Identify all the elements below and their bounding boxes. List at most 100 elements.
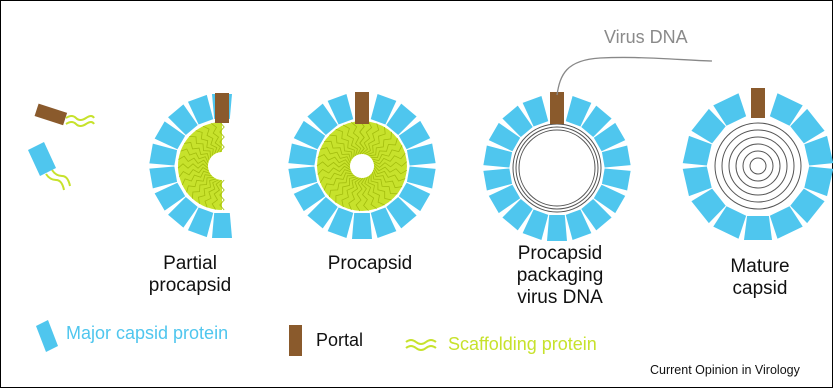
scaffold-strand — [360, 177, 369, 211]
legend-portal-label: Portal — [316, 330, 364, 350]
capsid-subunit — [370, 207, 397, 239]
scaffold-strand — [366, 126, 386, 156]
scaffold-strand — [219, 121, 225, 153]
dna-coil — [735, 143, 781, 189]
stage-label-mature-capsid: Mature capsid — [730, 256, 790, 299]
scaffold-strand — [351, 121, 362, 155]
capsid-subunit — [790, 188, 825, 224]
capsid-subunit — [386, 196, 417, 229]
scaffold-strand — [204, 179, 219, 208]
scaffold-strand — [211, 179, 222, 210]
capsid-subunit — [790, 108, 825, 144]
legend-portal-icon — [289, 325, 302, 356]
capsid-subunit — [713, 93, 747, 126]
scaffold-strand — [372, 172, 398, 195]
capsid-subunit — [483, 168, 513, 191]
scaffold-strand — [198, 178, 217, 204]
capsid-subunit — [547, 215, 567, 241]
capsid-subunit — [168, 196, 198, 228]
scaffold-strand — [324, 140, 352, 161]
capsid-subunit — [601, 145, 631, 168]
free-portal — [34, 103, 68, 126]
scaffold-strand — [329, 134, 353, 159]
packaging-procapsid-figure — [483, 92, 631, 241]
stage-label-partial-procapsid: Partial procapsid — [148, 253, 232, 296]
scaffold-strand — [341, 177, 359, 208]
capsid-subunit — [307, 103, 338, 136]
scaffold-strand — [370, 174, 392, 201]
scaffold-strand — [177, 163, 209, 169]
dna-coil — [515, 126, 599, 210]
capsid-subunit — [691, 188, 726, 224]
legend-scaffold-label: Scaffolding protein — [448, 334, 597, 354]
capsid-subunit — [154, 121, 186, 150]
scaffold-strand — [335, 176, 357, 203]
capsid-subunit — [682, 135, 712, 166]
capsid-subunit — [187, 207, 214, 238]
scaffold-strand — [335, 128, 355, 158]
scaffold-strand — [219, 179, 225, 211]
capsid-subunit — [293, 182, 326, 212]
legend-capsid-icon — [36, 320, 58, 352]
scaffold-strand — [364, 176, 378, 209]
capsid-subunit — [744, 216, 772, 240]
scaffold-strand — [373, 161, 408, 168]
capsid-subunit — [307, 196, 338, 229]
capsid-subunit — [293, 120, 326, 150]
dna-coil — [721, 129, 795, 203]
scaffold-strand — [319, 169, 352, 184]
scaffold-strand — [355, 177, 364, 212]
scaffold-strand — [317, 165, 351, 175]
capsid-subunit — [769, 206, 803, 239]
scaffold-strand — [368, 131, 392, 157]
partial-procapsid-figure — [149, 93, 232, 238]
capsid-subunit — [406, 143, 436, 166]
scaffold-strand — [323, 172, 353, 191]
capsid-subunit — [522, 95, 549, 127]
capsid-subunit — [483, 145, 513, 168]
legend-scaffold-icon — [405, 339, 437, 351]
capsid-subunit — [565, 95, 592, 127]
capsid-subunit — [398, 120, 431, 150]
capsid-subunit — [154, 182, 186, 211]
capsid-subunit — [593, 184, 626, 214]
scaffold-strand — [370, 137, 398, 159]
capsid-subunit — [502, 105, 533, 138]
capsid-subunit — [288, 166, 318, 189]
scaffold-strand — [178, 155, 209, 166]
capsid-subunit — [168, 104, 198, 136]
scaffold-strand — [186, 174, 212, 193]
capsid-subunit — [149, 143, 178, 166]
capsid-subunit — [682, 166, 712, 197]
scaffold-strand — [316, 161, 351, 168]
scaffold-strand — [373, 167, 406, 182]
capsid-subunit — [804, 135, 834, 166]
free-scaffold — [65, 115, 95, 127]
scaffold-strand — [373, 169, 403, 189]
journal-credit: Current Opinion in Virology — [650, 363, 800, 377]
capsid-subunit — [187, 94, 214, 125]
scaffold-strand — [211, 122, 222, 153]
dna-coil — [518, 129, 596, 207]
scaffold-strand — [320, 147, 351, 164]
capsid-subunit — [601, 168, 631, 191]
virus-dna-strand — [556, 56, 713, 96]
free-scaffold — [45, 169, 71, 191]
capsid-subunit — [769, 93, 803, 126]
capsid-subunit — [488, 122, 521, 152]
capsid-interior — [511, 122, 603, 214]
dna-coil — [742, 150, 774, 182]
capsid-subunit — [386, 103, 417, 136]
free-capsid-subunit — [28, 142, 56, 176]
scaffold-strand — [367, 175, 385, 206]
capsid-interior — [710, 118, 806, 214]
portal-block — [550, 92, 564, 124]
capsid-subunit — [288, 143, 318, 166]
scaffold-strand — [180, 148, 209, 163]
capsid-subunit — [370, 93, 397, 125]
capsid-subunit — [581, 198, 612, 231]
portal-block — [215, 93, 229, 123]
capsid-subunit — [502, 198, 533, 231]
scaffold-strand — [343, 124, 358, 156]
